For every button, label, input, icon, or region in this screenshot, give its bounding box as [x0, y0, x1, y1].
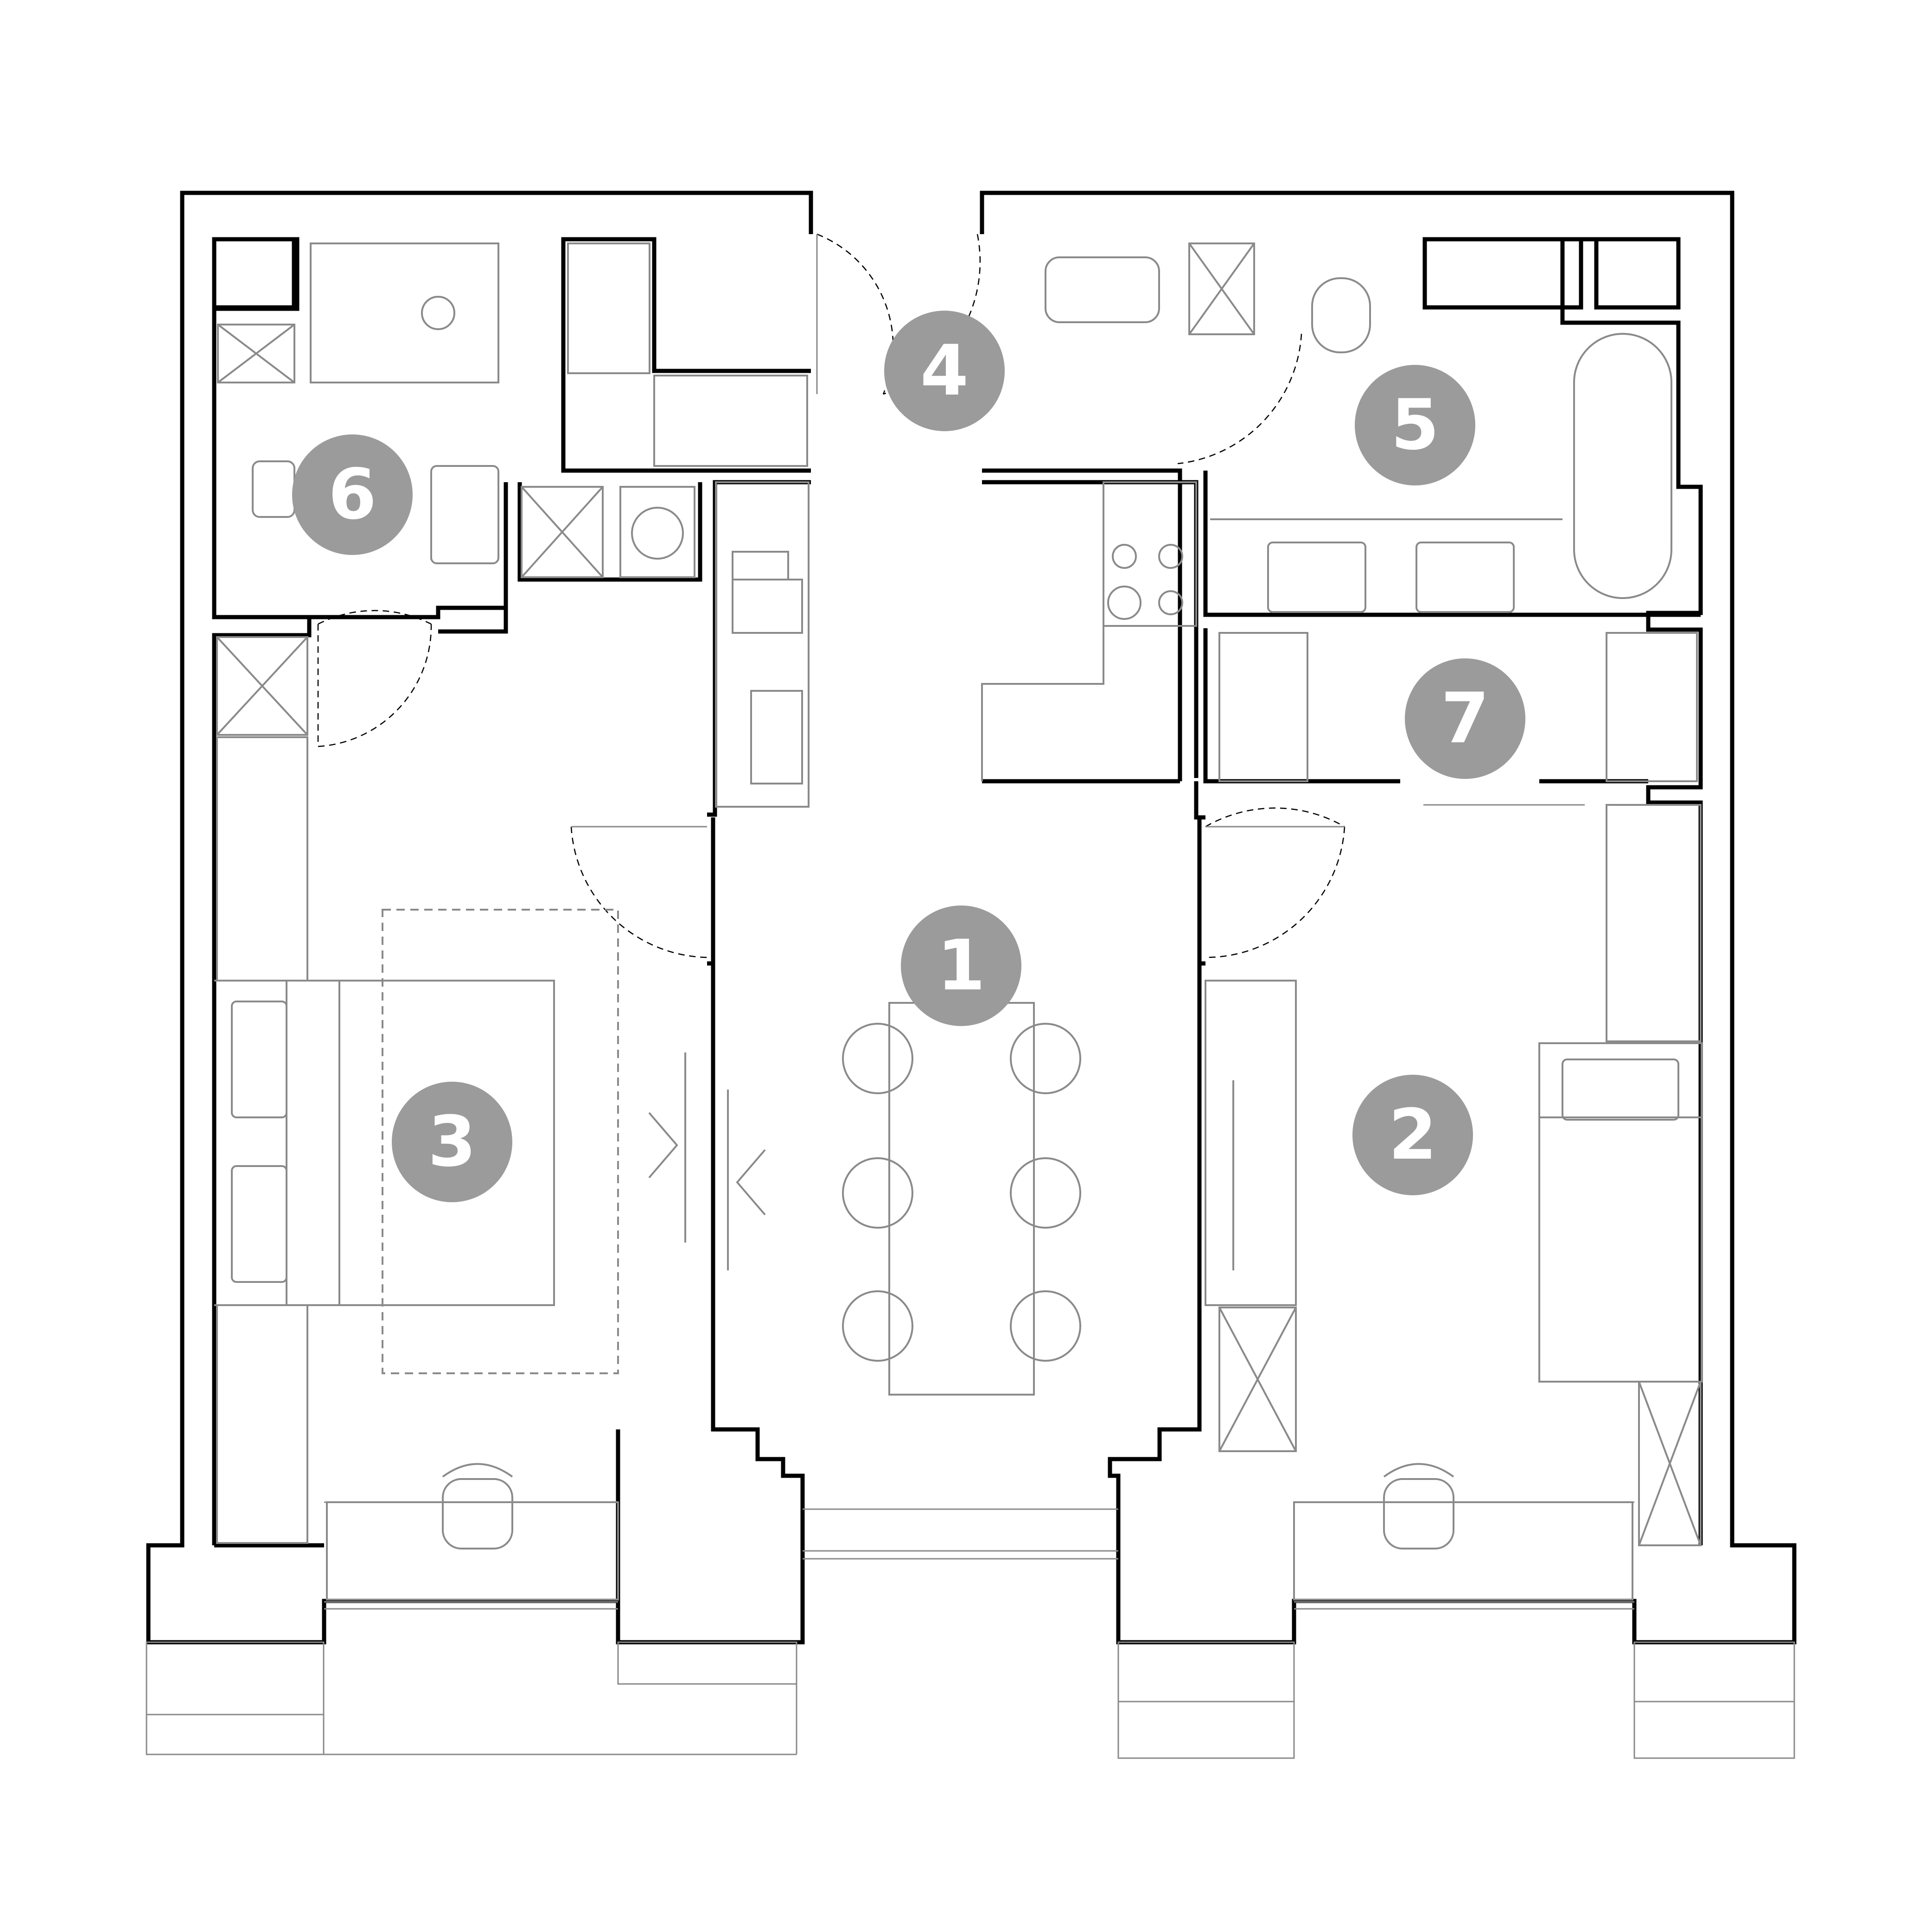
room-number: 2	[1389, 1095, 1437, 1175]
bed-room-2	[1538, 804, 1702, 1546]
badge-circle	[901, 905, 1021, 1026]
wardrobe-room-3	[216, 636, 308, 1544]
tv-unit-room-2	[1205, 980, 1297, 1452]
room-badge-6: 6	[292, 434, 413, 555]
room-badge-2: 2	[1352, 1075, 1473, 1195]
desk-room-2	[1293, 1463, 1633, 1600]
room-badge-1: 1	[901, 905, 1021, 1026]
room-number: 6	[328, 454, 376, 535]
wardrobe-room-4	[567, 242, 808, 467]
room-number: 4	[920, 331, 969, 411]
badge-circle	[1352, 1075, 1473, 1195]
badge-circle	[1355, 365, 1475, 485]
badge-circle	[1405, 658, 1525, 779]
badge-circle	[884, 311, 1005, 431]
windows	[146, 1501, 1795, 1759]
room-number: 7	[1441, 678, 1489, 759]
room-badge-3: 3	[392, 1082, 512, 1202]
bathroom-5	[1045, 242, 1672, 613]
room-badge-4: 4	[884, 311, 1005, 431]
room-badge-7: 7	[1405, 658, 1525, 779]
room-badge-5: 5	[1355, 365, 1475, 485]
desk-room-3	[326, 1463, 619, 1600]
badge-circle	[292, 434, 413, 555]
kitchen	[715, 481, 1197, 808]
badge-circle	[392, 1082, 512, 1202]
room-number: 3	[428, 1102, 476, 1182]
sliding-doors	[648, 1052, 766, 1270]
dining-table	[842, 1002, 1081, 1396]
wardrobe-room-7	[1218, 632, 1698, 782]
room-number: 1	[937, 925, 985, 1006]
bathroom-6	[217, 242, 695, 578]
room-number: 5	[1391, 385, 1439, 465]
